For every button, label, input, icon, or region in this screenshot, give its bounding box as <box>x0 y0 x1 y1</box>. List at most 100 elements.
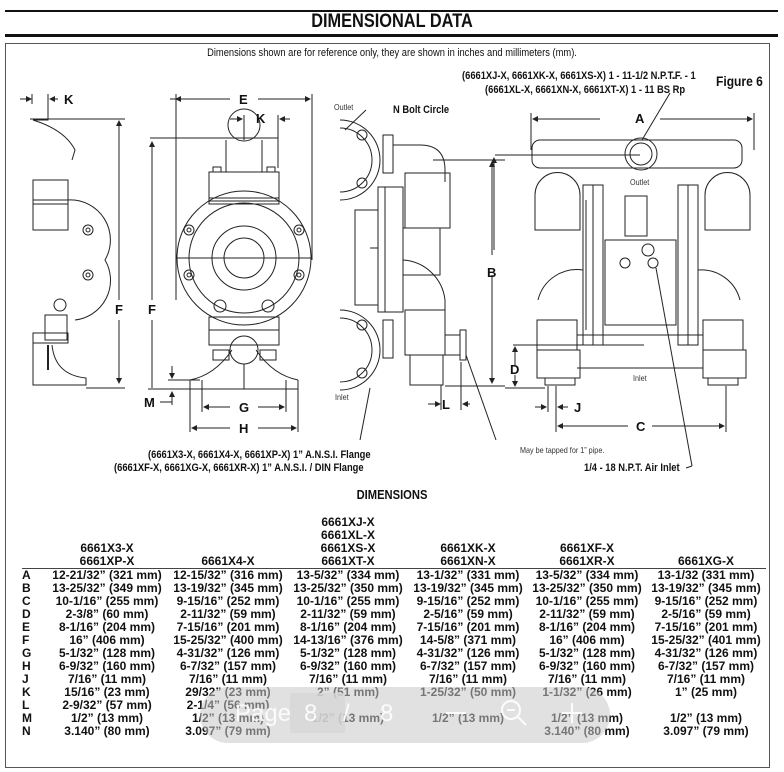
dim-c: C <box>636 419 646 434</box>
table-cell: 7/16” (11 mm) <box>547 672 627 686</box>
zoom-reset-button[interactable] <box>498 697 530 729</box>
table-cell: 2-9/32” (57 mm) <box>62 698 152 712</box>
callout-bsrp: (6661XL-X, 6661XN-X, 6661XT-X) 1 - 11 BS… <box>485 84 686 96</box>
page-label: Page <box>235 700 292 727</box>
table-cell: 7/16” (11 mm) <box>308 672 388 686</box>
table-cell: 4-31/32” (126 mm) <box>416 646 520 660</box>
table-cell: 14-13/16” (376 mm) <box>293 633 403 647</box>
table-cell: 7/16” (11 mm) <box>666 672 746 686</box>
table-cell: 7/16” (11 mm) <box>67 672 147 686</box>
dim-a: A <box>635 111 645 126</box>
header-col-5: 6661XF-X 6661XR-X <box>528 516 646 569</box>
table-cell: 10-1/16” (255 mm) <box>296 594 400 608</box>
row-key: M <box>22 711 32 725</box>
pump-drawing <box>20 77 755 469</box>
table-cell: 13-19/32” (345 mm) <box>651 581 761 595</box>
magnifier-icon <box>501 700 527 726</box>
table-cell: 9-15/16” (252 mm) <box>416 594 520 608</box>
row-key: A <box>22 568 31 582</box>
plus-icon <box>562 703 582 723</box>
dim-b: B <box>487 265 497 280</box>
table-row: A 12-21/32” (321 mm) 12-15/32” (316 mm) 13-… <box>22 569 766 583</box>
table-header-row: 6661X3-X 6661XP-X 6661X4-X 6661XJ-X 6661… <box>22 516 766 569</box>
table-cell: 9-15/16” (252 mm) <box>176 594 280 608</box>
dim-m: M <box>144 395 155 410</box>
outlet-label-rear: Outlet <box>630 177 650 187</box>
table-row: C 10-1/16” (255 mm) 9-15/16” (252 mm) 10-1/… <box>22 595 766 608</box>
table-cell: 5-1/32” (128 mm) <box>538 646 636 660</box>
row-key: J <box>22 672 29 686</box>
row-key: H <box>22 659 31 673</box>
table-cell: 12-21/32” (321 mm) <box>52 568 162 582</box>
pdf-viewer-toolbar[interactable] <box>200 687 610 743</box>
header-col-2: 6661X4-X <box>168 516 288 569</box>
table-cell: 13-25/32” (350 mm) <box>532 581 642 595</box>
table-cell: 6-9/32” (160 mm) <box>538 659 636 673</box>
table-cell: 10-1/16” (255 mm) <box>55 594 159 608</box>
row-key: L <box>22 698 30 712</box>
row-key: N <box>22 724 31 738</box>
table-cell: 13-1/32 (331 mm) <box>657 568 755 582</box>
table-cell: 8-1/16” (204 mm) <box>299 620 397 634</box>
table-cell: 7-15/16” (201 mm) <box>654 620 758 634</box>
table-cell: 13-19/32” (345 mm) <box>173 581 283 595</box>
table-cell: 13-1/32” (331 mm) <box>416 568 520 582</box>
row-key: E <box>22 620 31 634</box>
callout-air-inlet: 1/4 - 18 N.P.T. Air Inlet <box>584 462 680 474</box>
dim-k-side: K <box>64 92 74 107</box>
minus-icon <box>446 712 466 714</box>
flange-view <box>339 119 467 391</box>
figure-frame <box>5 43 770 768</box>
page-number-input[interactable] <box>290 693 345 733</box>
table-cell: 3.140” (80 mm) <box>64 724 150 738</box>
figure-label: Figure 6 <box>716 73 763 89</box>
dimensions-table: 6661X3-X 6661XP-X 6661X4-X 6661XJ-X 6661… <box>22 516 766 738</box>
table-cell: 1” (25 mm) <box>674 685 738 699</box>
table-cell: 4-31/32” (126 mm) <box>176 646 280 660</box>
table-cell: 12-15/32” (316 mm) <box>173 568 283 582</box>
table-cell: 1/2” (13 mm) <box>70 711 144 725</box>
page-title: DIMENSIONAL DATA <box>311 11 473 32</box>
reference-note: Dimensions shown are for reference only,… <box>207 47 577 59</box>
table-cell: 13-5/32” (334 mm) <box>535 568 639 582</box>
row-key: B <box>22 581 31 595</box>
table-cell: 13-25/32” (349 mm) <box>52 581 162 595</box>
table-cell: 13-25/32” (350 mm) <box>293 581 403 595</box>
row-key: C <box>22 594 31 608</box>
table-cell: 2-11/32” (59 mm) <box>180 607 276 621</box>
table-cell: 6-9/32” (160 mm) <box>299 659 397 673</box>
table-cell: 8-1/16” (204 mm) <box>58 620 156 634</box>
table-cell: 13-5/32” (334 mm) <box>296 568 400 582</box>
outlet-label-flange: Outlet <box>334 102 354 112</box>
header-col-6: 6661XG-X <box>646 516 766 569</box>
header-key <box>22 516 46 569</box>
zoom-out-button[interactable] <box>440 697 472 729</box>
row-key: K <box>22 685 31 699</box>
table-cell: 2-11/32” (59 mm) <box>539 607 635 621</box>
dim-k-front: K <box>256 111 266 126</box>
dim-l: L <box>442 397 450 412</box>
table-cell: 2-3/8” (60 mm) <box>65 607 149 621</box>
table-cell: 16” (406 mm) <box>69 633 145 647</box>
row-key: G <box>22 646 32 660</box>
table-cell: 3.097” (79 mm) <box>663 724 749 738</box>
table-cell: 6-7/32” (157 mm) <box>419 659 517 673</box>
table-cell: 6-7/32” (157 mm) <box>179 659 277 673</box>
table-cell: 1/2” (13 mm) <box>669 711 743 725</box>
current-page[interactable]: 8 <box>304 700 318 727</box>
dimensions-title: DIMENSIONS <box>356 487 428 502</box>
front-view <box>176 108 312 390</box>
page-separator: / <box>343 700 350 727</box>
table-cell: 10-1/16” (255 mm) <box>535 594 639 608</box>
dim-h: H <box>239 421 249 436</box>
table-cell: 4-31/32” (126 mm) <box>654 646 758 660</box>
dim-j: J <box>574 400 582 415</box>
total-pages: 8 <box>380 700 394 727</box>
table-cell: 7/16” (11 mm) <box>428 672 508 686</box>
zoom-in-button[interactable] <box>556 697 588 729</box>
callout-tapped: May be tapped for 1” pipe. <box>520 445 605 455</box>
rear-view <box>531 137 751 386</box>
inlet-label-rear: Inlet <box>633 373 647 383</box>
